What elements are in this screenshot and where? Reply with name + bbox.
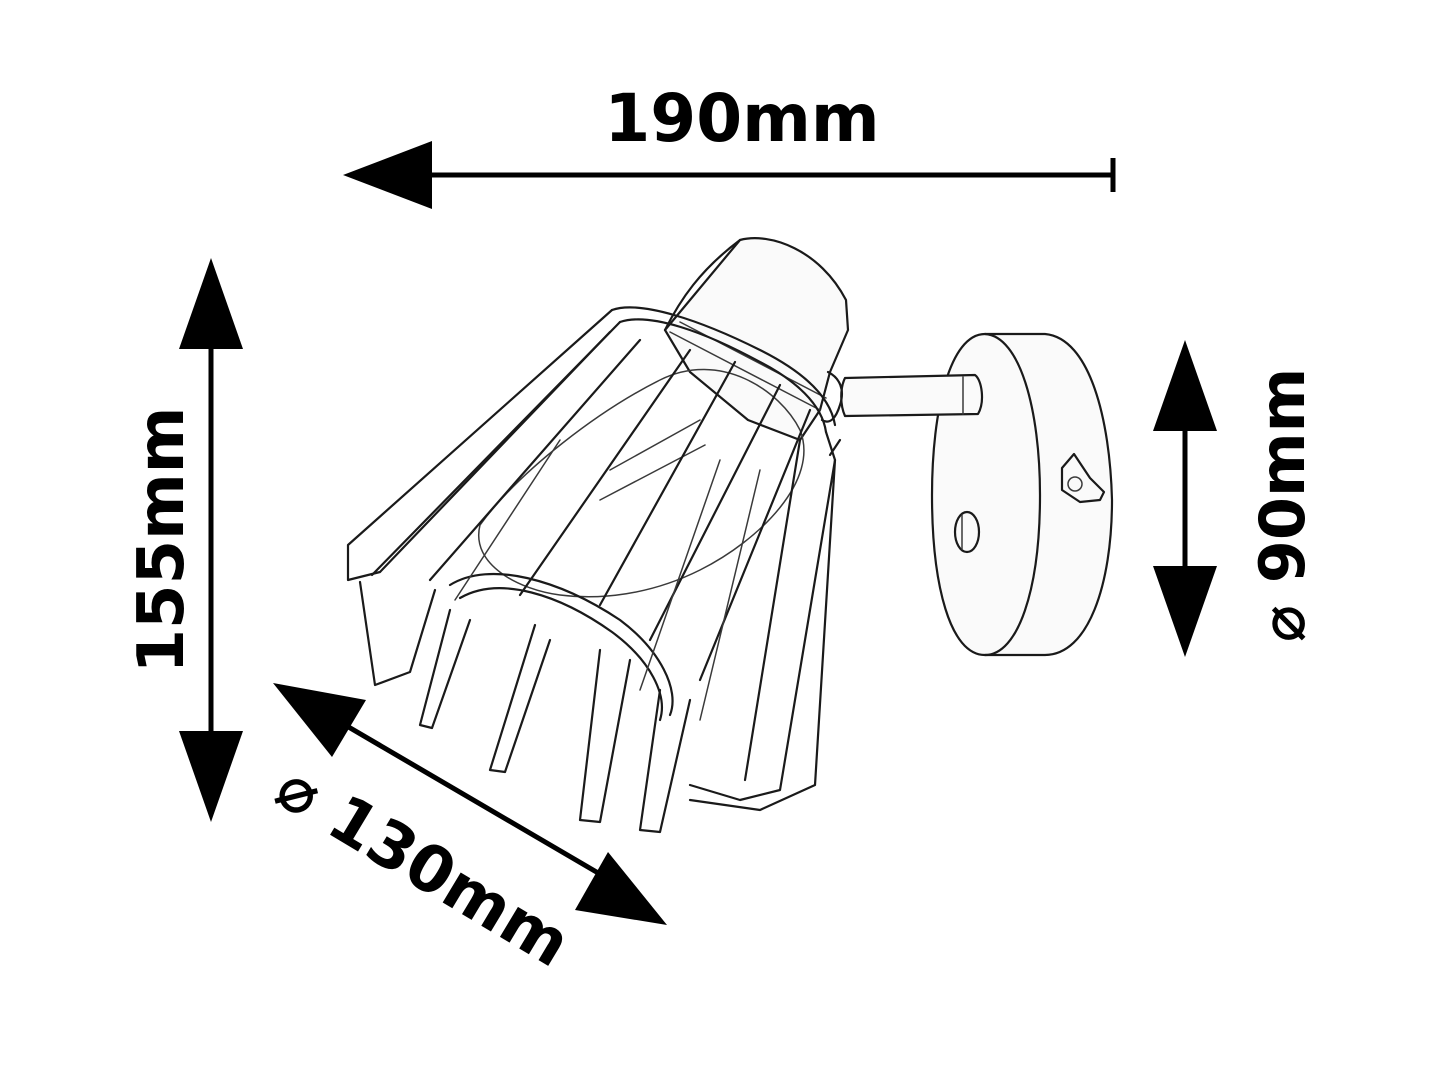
base-diameter-dimension: ⌀ 90mm	[1153, 340, 1319, 657]
lamp-illustration	[346, 237, 1114, 834]
base-diameter-label: ⌀ 90mm	[1246, 368, 1319, 642]
arrow-up-icon	[179, 258, 243, 349]
height-dimension: 155mm	[125, 258, 243, 822]
lamp-holder	[663, 237, 850, 442]
bulb	[477, 368, 805, 598]
shade-diameter-line	[338, 719, 607, 880]
width-label: 190mm	[604, 80, 879, 157]
shade-diameter-label: ⌀ 130mm	[263, 750, 582, 982]
arrow-downright-icon	[575, 852, 667, 925]
arrow-left-icon	[343, 141, 432, 209]
width-dimension: 190mm	[343, 80, 1116, 209]
arrow-up-icon	[1153, 340, 1217, 431]
arrow-down-icon	[1153, 566, 1217, 657]
height-label: 155mm	[125, 407, 199, 674]
arm	[840, 373, 984, 418]
shade-diameter-dimension: ⌀ 130mm	[263, 683, 667, 982]
arrow-upleft-icon	[273, 683, 366, 757]
wire-cage-shade	[346, 306, 842, 834]
arrow-down-icon	[179, 731, 243, 822]
